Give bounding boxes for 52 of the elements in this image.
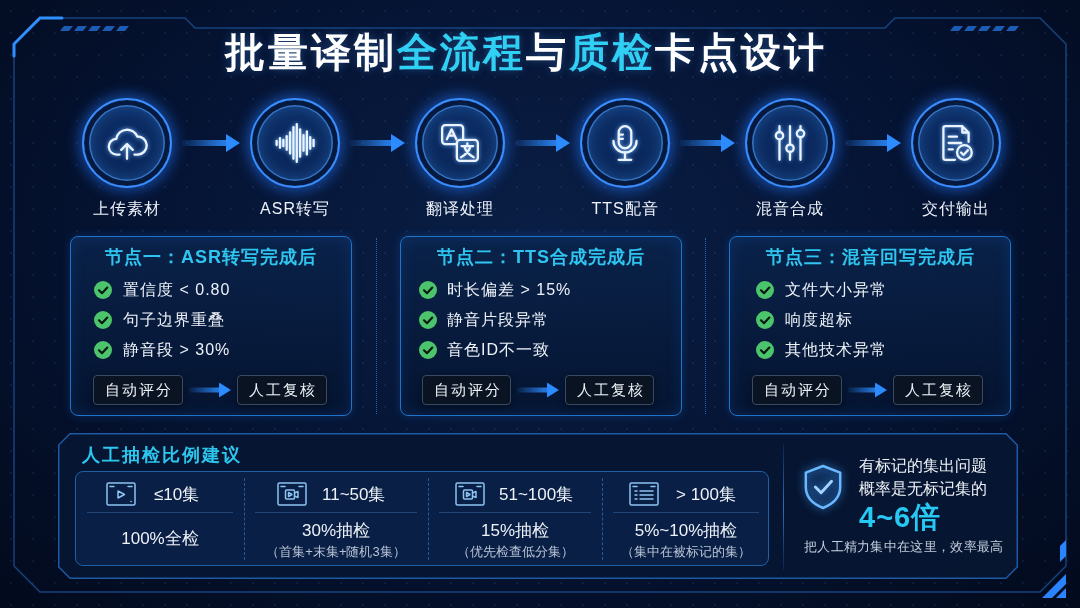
flow-arrow (350, 134, 405, 152)
stage-label: 交付输出 (922, 198, 990, 219)
flow-arrow (845, 134, 901, 152)
table-panel (75, 471, 769, 566)
ratio-note: （优先检查低分集） (456, 543, 574, 561)
ratio-text: 30%抽检 (302, 519, 370, 542)
flow-arrow (680, 134, 735, 152)
check-item: 句子边界重叠 (123, 309, 225, 330)
step-box: 自动评分 (422, 375, 511, 405)
check-item: 静音段 > 30% (123, 339, 231, 360)
panel-title: 人工抽检比例建议 (82, 444, 242, 467)
card-title: 节点三：混音回写完成后 (765, 246, 975, 269)
ratio-text: 100%全检 (121, 527, 199, 550)
checkpoint-card (70, 236, 352, 416)
ratio-note: （集中在被标记的集） (621, 543, 751, 561)
step-box: 人工复核 (565, 375, 654, 405)
flow-arrow (182, 134, 240, 152)
page-title: 批量译制全流程与质检卡点设计 (225, 28, 827, 76)
ratio-text: 5%~10%抽检 (634, 519, 738, 542)
range-label: ≤10集 (154, 483, 200, 506)
range-label: > 100集 (676, 483, 736, 506)
flow-arrow (517, 382, 559, 398)
range-label: 11~50集 (322, 483, 386, 506)
card-title: 节点一：ASR转写完成后 (105, 246, 317, 269)
note-text: 把人工精力集中在这里，效率最高 (804, 538, 1004, 556)
stage-label: ASR转写 (260, 198, 330, 219)
highlight-number: 4~6倍 (859, 500, 942, 535)
highlight-text: 有标记的集出问题概率是无标记集的 (859, 456, 988, 499)
stage-label: 上传素材 (93, 198, 161, 219)
check-item: 时长偏差 > 15% (447, 279, 572, 300)
step-box: 人工复核 (237, 375, 327, 405)
check-item: 音色ID不一致 (447, 339, 550, 360)
checkpoint-card (400, 236, 682, 416)
flow-arrow (189, 382, 231, 398)
range-label: 51~100集 (499, 483, 574, 506)
ratio-note: （首集+末集+随机3集） (266, 543, 406, 561)
step-box: 自动评分 (93, 375, 183, 405)
flow-arrow (848, 382, 887, 398)
check-item: 响度超标 (785, 309, 853, 330)
stage-label: 翻译处理 (426, 198, 494, 219)
step-box: 人工复核 (893, 375, 983, 405)
check-item: 文件大小异常 (785, 279, 887, 300)
check-item: 其他技术异常 (785, 339, 887, 360)
stage-label: TTS配音 (591, 198, 659, 219)
card-title: 节点二：TTS合成完成后 (437, 246, 645, 269)
check-item: 置信度 < 0.80 (123, 279, 231, 300)
ratio-text: 15%抽检 (481, 519, 549, 542)
flow-arrow (515, 134, 570, 152)
checkpoint-card (729, 236, 1011, 416)
check-item: 静音片段异常 (447, 309, 549, 330)
step-box: 自动评分 (752, 375, 842, 405)
stage-label: 混音合成 (756, 198, 824, 219)
